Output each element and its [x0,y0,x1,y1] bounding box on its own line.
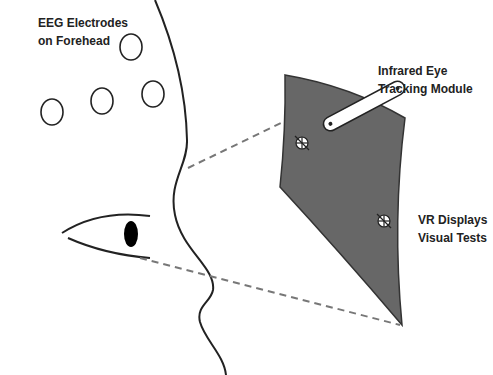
target-marker [377,214,391,228]
eeg-electrode [120,34,142,60]
eye-outline [62,214,150,258]
target-marker [295,136,309,150]
eeg-electrode [41,99,63,125]
label-text: VR Displays Visual Tests [418,211,490,247]
eeg-electrode [91,88,113,114]
pupil [124,221,138,247]
view-line [188,122,283,168]
face-profile [155,0,226,375]
label-text: EEG Electrodes on Forehead [38,14,134,50]
label-text: Infrared Eye Tracking Module [378,62,478,98]
eeg-electrode [142,81,164,107]
